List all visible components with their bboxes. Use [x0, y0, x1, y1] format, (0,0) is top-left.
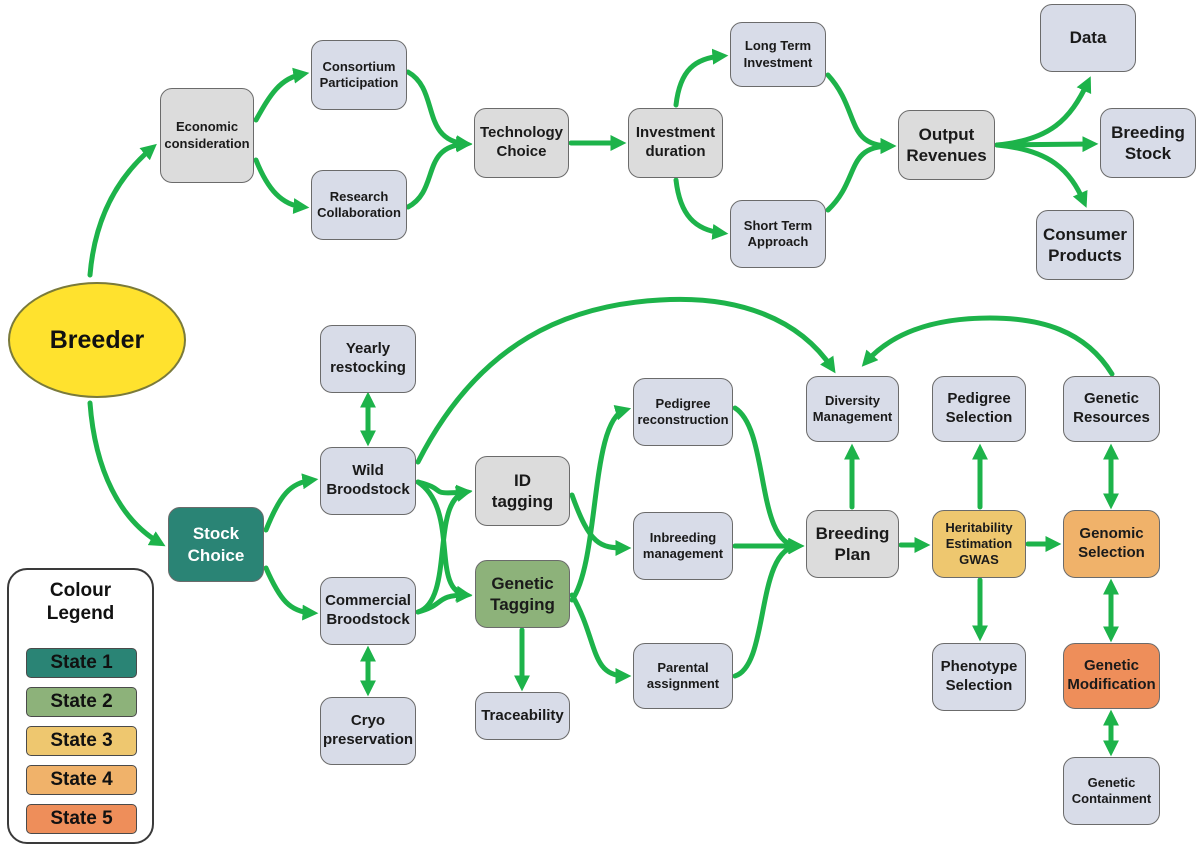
arrow-breeder-to-stock-choice	[87, 400, 166, 547]
phenotype-selection-node: Phenotype Selection	[932, 643, 1026, 711]
arrow-investment-to-long-term	[673, 48, 729, 108]
arrow-breeder-to-economic	[87, 143, 157, 278]
arrow-investment-to-short-term	[673, 177, 729, 240]
cryo-preservation-node: Cryo preservation	[320, 697, 416, 765]
arrow-pedigree-recon-to-breeding-plan	[732, 405, 805, 554]
arrow-parental-to-breeding-plan	[732, 538, 805, 679]
arrow-economic-to-consortium	[253, 67, 310, 123]
parental-assignment-node: Parental assignment	[633, 643, 733, 709]
data-node: Data	[1040, 4, 1136, 72]
stock-choice-node: Stock Choice	[168, 507, 264, 582]
heritability-estimation-gwas-node: Heritability Estimation GWAS	[932, 510, 1026, 578]
pedigree-selection-node: Pedigree Selection	[932, 376, 1026, 442]
legend-item-state-2: State 2	[26, 687, 137, 717]
long-term-investment-node: Long Term Investment	[730, 22, 826, 87]
legend-item-state-3: State 3	[26, 726, 137, 756]
genomic-selection-node: Genomic Selection	[1063, 510, 1160, 578]
economic-consideration-node: Economic consideration	[160, 88, 254, 183]
short-term-approach-node: Short Term Approach	[730, 200, 826, 268]
arrow-commercial-to-genetic-tagging	[415, 587, 473, 615]
commercial-broodstock-node: Commercial Broodstock	[320, 577, 416, 645]
consumer-products-node: Consumer Products	[1036, 210, 1134, 280]
arrow-output-to-consumer	[994, 142, 1088, 208]
arrow-tagging-to-inbreeding	[569, 492, 632, 556]
breeding-stock-node: Breeding Stock	[1100, 108, 1196, 178]
wild-broodstock-node: Wild Broodstock	[320, 447, 416, 515]
arrow-consortium-to-technology	[405, 69, 473, 152]
genetic-resources-node: Genetic Resources	[1063, 376, 1160, 442]
legend-item-state-4: State 4	[26, 765, 137, 795]
legend-item-state-5: State 5	[26, 804, 137, 834]
pedigree-reconstruction-node: Pedigree reconstruction	[633, 378, 733, 446]
legend-item-state-1: State 1	[26, 648, 137, 678]
legend-title: Colour Legend	[46, 580, 115, 624]
arrow-tagging-to-parental	[569, 592, 632, 684]
research-collaboration-node: Research Collaboration	[311, 170, 407, 240]
technology-choice-node: Technology Choice	[474, 108, 569, 178]
arrow-stock-to-wild	[263, 473, 319, 533]
traceability-node: Traceability	[475, 692, 570, 740]
arrow-commercial-to-id-tagging	[415, 486, 473, 615]
diversity-management-node: Diversity Management	[806, 376, 899, 442]
genetic-tagging-node: Genetic Tagging	[475, 560, 570, 628]
arrow-genetic-resources-to-diversity	[861, 315, 1115, 377]
colour-legend: Colour Legend State 1 State 2 State 3 St…	[7, 568, 154, 844]
arrow-short-term-to-output	[825, 138, 897, 213]
yearly-restocking-node: Yearly restocking	[320, 325, 416, 393]
breeder-node: Breeder	[8, 282, 186, 398]
arrow-economic-to-research	[253, 157, 310, 215]
investment-duration-node: Investment duration	[628, 108, 723, 178]
arrow-long-term-to-output	[825, 72, 897, 154]
arrow-tagging-to-pedigree-recon	[569, 404, 632, 603]
arrow-output-to-data	[994, 76, 1092, 148]
arrow-wild-to-diversity	[415, 296, 836, 465]
arrow-research-to-technology	[405, 136, 473, 210]
genetic-modification-node: Genetic Modification	[1063, 643, 1160, 709]
id-tagging-node: ID tagging	[475, 456, 570, 526]
genetic-containment-node: Genetic Containment	[1063, 757, 1160, 825]
consortium-participation-node: Consortium Participation	[311, 40, 407, 110]
output-revenues-node: Output Revenues	[898, 110, 995, 180]
arrow-stock-to-commercial	[263, 565, 319, 621]
inbreeding-management-node: Inbreeding management	[633, 512, 733, 580]
breeding-plan-node: Breeding Plan	[806, 510, 899, 578]
